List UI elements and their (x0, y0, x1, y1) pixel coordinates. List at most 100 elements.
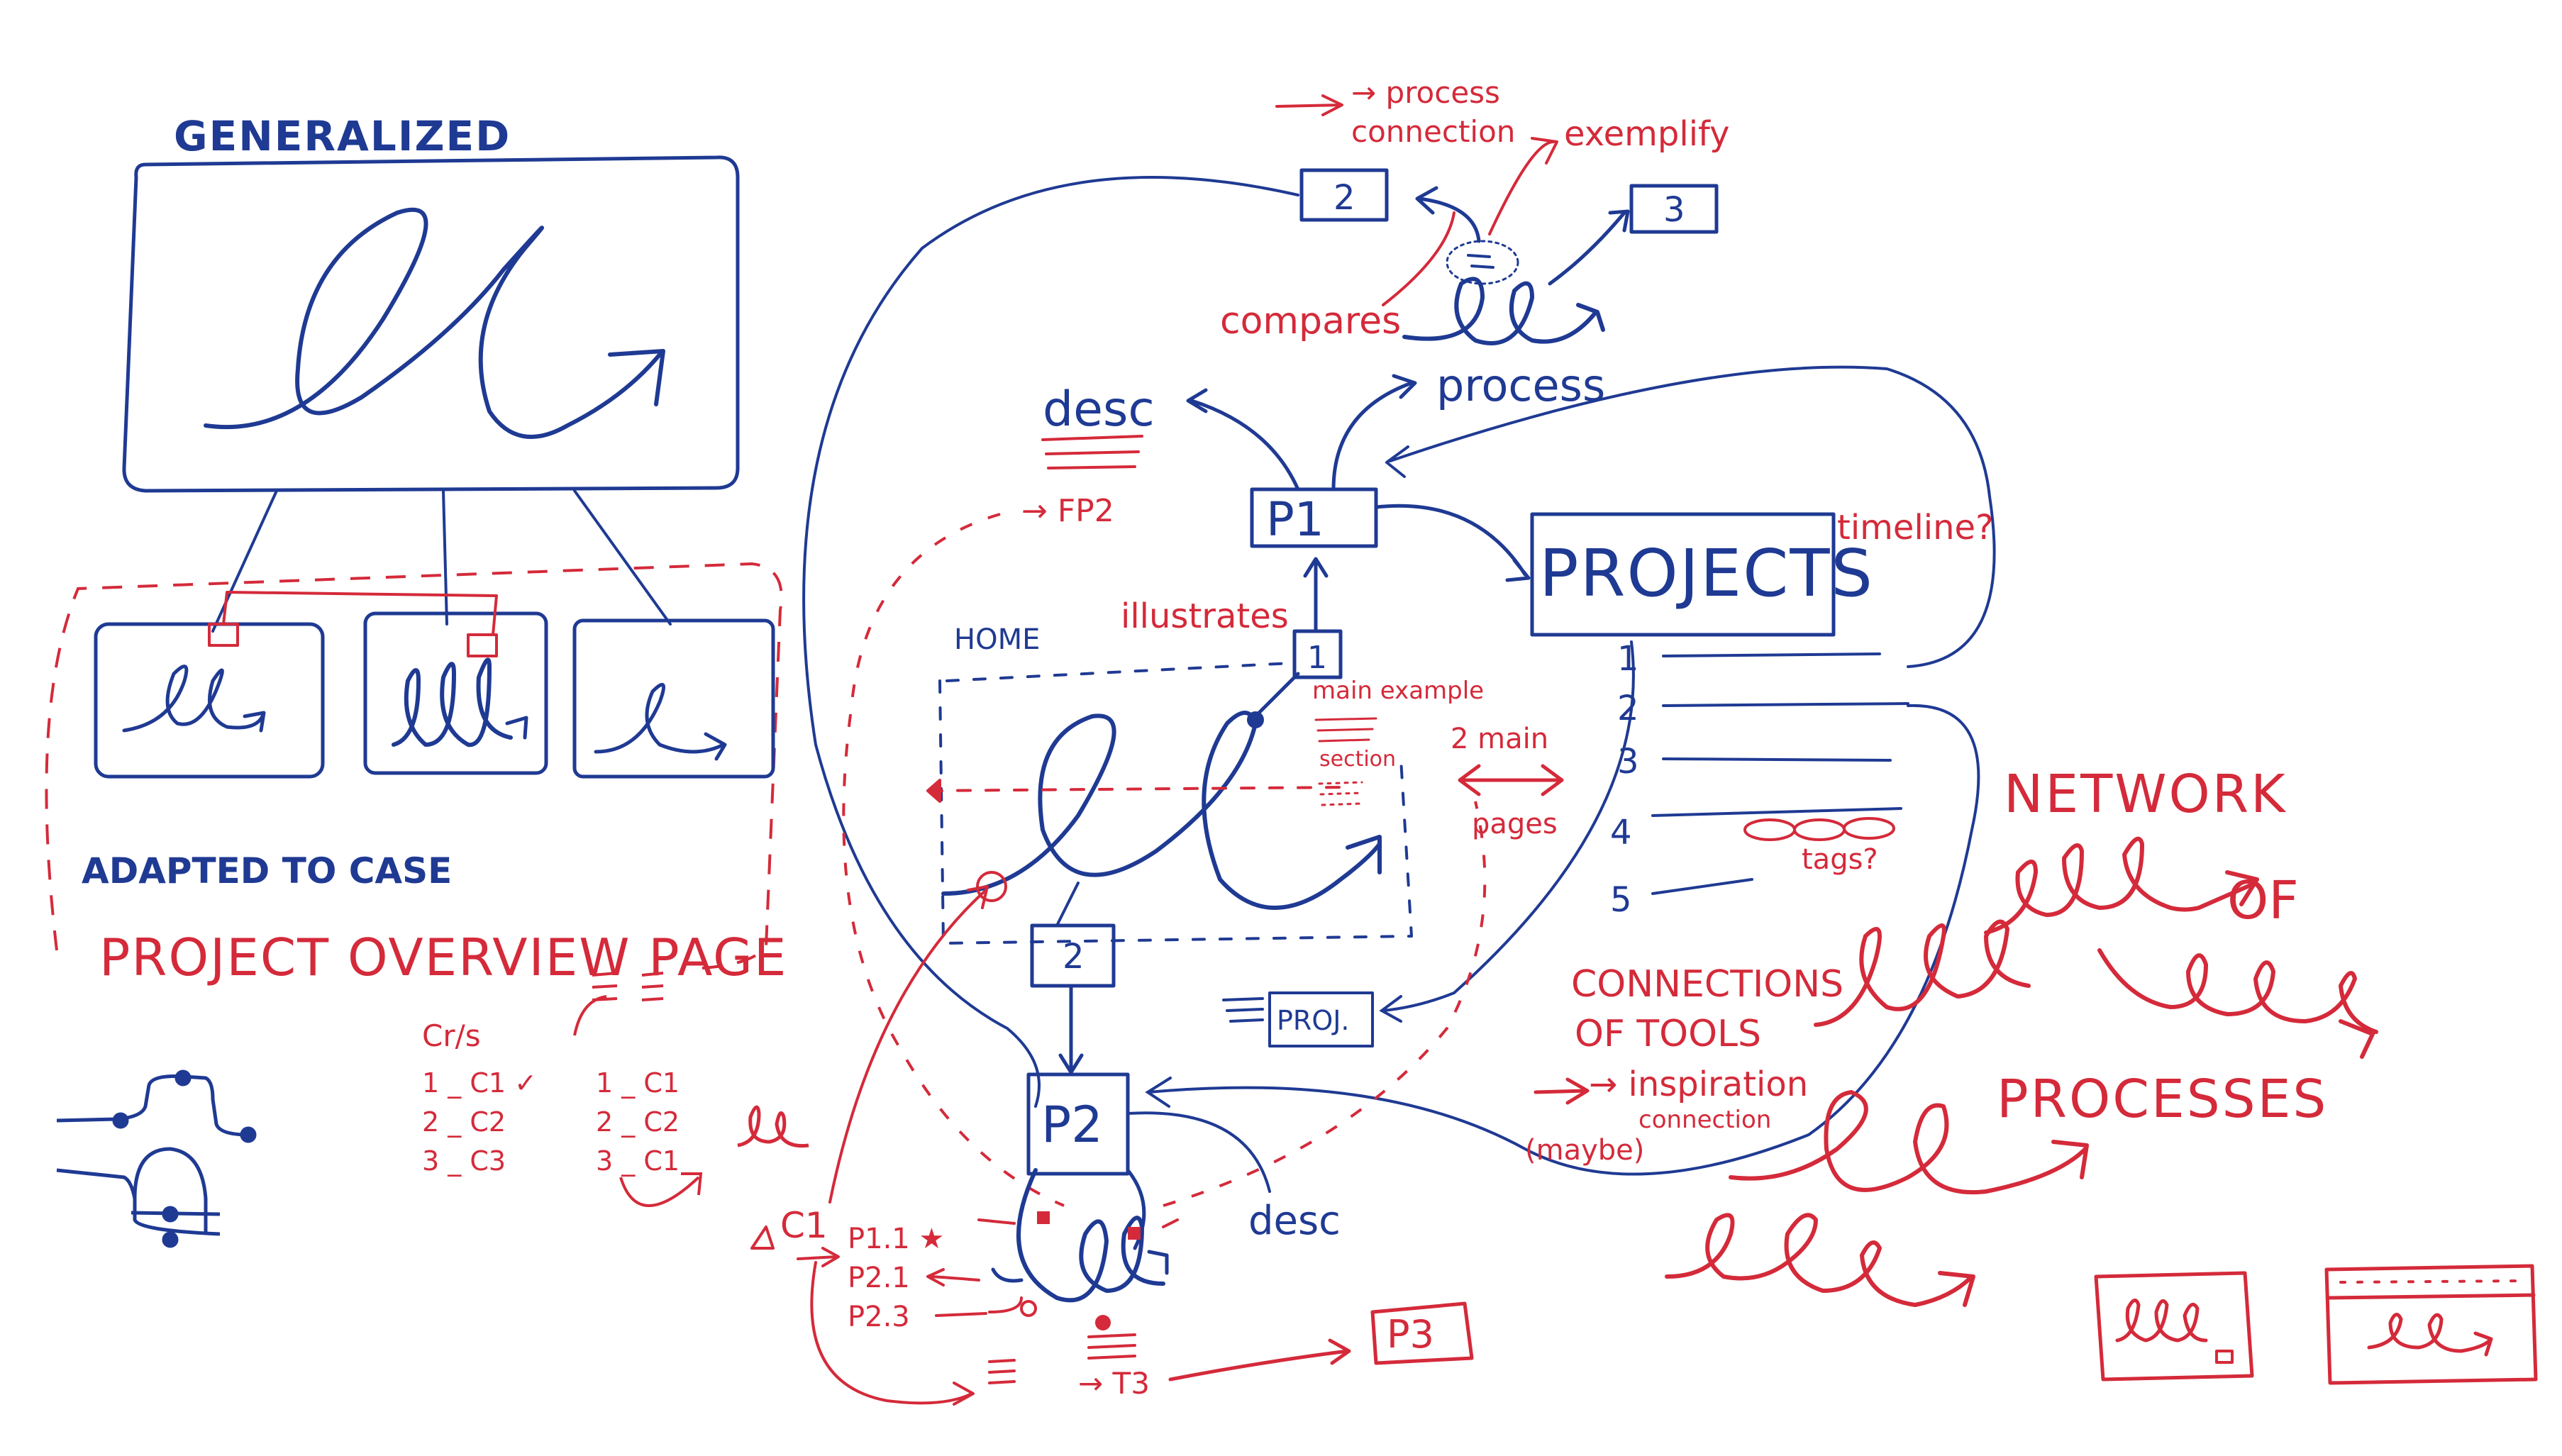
p-list-bracket (810, 1261, 975, 1406)
metro-icon (56, 1069, 257, 1248)
box-2-top-label: 2 (1333, 178, 1355, 218)
p1-label: P1 (1266, 492, 1324, 547)
generalized-title: GENERALIZED (174, 112, 511, 160)
connector-line (573, 489, 672, 626)
p3-box (1370, 1301, 1474, 1365)
red-arrow-icon (1275, 94, 1343, 116)
box2-to-spiral (1055, 882, 1080, 927)
network-arrow-3 (2051, 1140, 2089, 1179)
arrow-to-box2 (1415, 186, 1481, 243)
p2-1-label: P2.1 (848, 1262, 910, 1294)
proj-box (1268, 991, 1374, 1047)
network-arrow-2 (2339, 1019, 2375, 1059)
illustrates-label: illustrates (1121, 596, 1289, 636)
list-line-3 (1662, 757, 1892, 762)
p2-group: P2 desc (977, 1072, 1341, 1360)
table-col2-row2: 2 _ C2 (596, 1106, 680, 1138)
main-example-lines (1314, 717, 1377, 743)
big-loop-left (802, 176, 1299, 1108)
p-list-arrows (926, 1268, 1023, 1317)
table-col1-row1: 1 _ C1 ✓ (422, 1067, 537, 1099)
list-icon (592, 972, 664, 1001)
p1-1-label: P1.1 ★ (848, 1223, 944, 1255)
table-arrow (573, 995, 607, 1036)
tag-2 (1793, 818, 1846, 841)
process-spiral (1402, 277, 1598, 345)
page-icon-2-arrow (2473, 1331, 2493, 1357)
connector-line (442, 489, 448, 626)
list-line-2 (1662, 702, 1909, 707)
table-curve-arrow (619, 1172, 703, 1207)
process-connection-2: connection (1351, 114, 1515, 149)
red-arrowhead (926, 779, 941, 803)
red-dot-marker (1037, 1211, 1050, 1224)
list-line-4 (1651, 807, 1902, 817)
overview-dashed-outline (45, 562, 783, 969)
box-2-mid-label: 2 (1063, 937, 1085, 977)
red-dot-marker (1128, 1227, 1141, 1240)
p1-group: desc → FP2 P1 PROJECTS timeline? (1021, 365, 1996, 668)
variant-box-2 (363, 611, 548, 775)
connections-label: CONNECTIONS (1571, 963, 1843, 1006)
list-line-5 (1651, 878, 1753, 895)
network-arrow-4 (1938, 1271, 1975, 1307)
table-header: Cr/s (422, 1018, 481, 1053)
p1-to-projects (1374, 504, 1531, 582)
arrow-to-box3 (1548, 209, 1630, 286)
network-group: NETWORK OF PROCESSES CONNECTIONS OF TOOL… (1525, 764, 2538, 1385)
p2-spiral-arrow (991, 1250, 1169, 1283)
tags-label: tags? (1802, 843, 1878, 876)
list-to-p2-loop (1145, 704, 1980, 1176)
box1-to-spiral (1253, 672, 1300, 718)
processes-label: PROCESSES (1997, 1069, 2328, 1130)
network-spiral-1 (1814, 919, 2031, 1027)
proj-label: PROJ. (1277, 1005, 1350, 1036)
red-tick (977, 1218, 1179, 1228)
list-line-1 (1662, 652, 1881, 657)
desc-label: desc (1043, 382, 1155, 438)
page-icon-2-tabs (2339, 1279, 2527, 1284)
red-dot-marker (1020, 1300, 1037, 1317)
p2-spiral (1016, 1168, 1165, 1303)
compares-label: compares (1220, 300, 1401, 343)
list-num-2: 2 (1617, 689, 1639, 728)
overview-label: PROJECT OVERVIEW PAGE (99, 928, 787, 987)
proj-lines (1222, 997, 1264, 1023)
network-spiral-4 (1729, 1090, 2087, 1195)
process-spiral-arrow (1576, 303, 1605, 332)
projects-loop (1385, 365, 1996, 668)
c1-label: C1 (780, 1205, 828, 1246)
page-icon-1-dot (2215, 1350, 2234, 1364)
t3-arrow (1168, 1338, 1351, 1382)
projects-label: PROJECTS (1539, 535, 1874, 611)
page-icon-1 (2094, 1271, 2254, 1382)
inspiration-arrow (1534, 1077, 1590, 1105)
c-table: Cr/s 1 _ C1 ✓ 2 _ C2 3 _ C3 1 _ C1 2 _ C… (422, 972, 809, 1207)
generalized-section: GENERALIZED (122, 112, 740, 633)
of-label: OF (2227, 870, 2299, 931)
network-spiral-2 (1984, 836, 2258, 935)
c1-group: C1 P1.1 ★ P2.1 P2.3 → T3 P3 (750, 885, 1474, 1406)
spiral-dot (1247, 711, 1264, 728)
variant-spiral-1 (122, 665, 265, 733)
process-label: process (1436, 360, 1605, 411)
list-lines (1467, 254, 1494, 269)
red-dashed-line (928, 786, 1349, 792)
generalized-arrow (608, 349, 665, 406)
p1-to-process (1331, 374, 1417, 491)
list-num-4: 4 (1610, 813, 1632, 852)
projects-box (1530, 512, 1836, 637)
connection-label: connection (1638, 1106, 1771, 1134)
box-3-top-label: 3 (1663, 190, 1685, 230)
desc-lines (1041, 435, 1143, 469)
tag-3 (1843, 817, 1895, 840)
generalized-spiral (204, 207, 662, 439)
exemplify-label: exemplify (1564, 114, 1730, 154)
variant-arrow-1 (243, 711, 266, 733)
page-icon-2 (2324, 1264, 2538, 1385)
dotted-focus (1446, 240, 1519, 285)
home-spiral-arrow (1346, 835, 1382, 874)
desc2-label: desc (1248, 1198, 1341, 1244)
network-spiral-5 (1665, 1213, 1974, 1307)
